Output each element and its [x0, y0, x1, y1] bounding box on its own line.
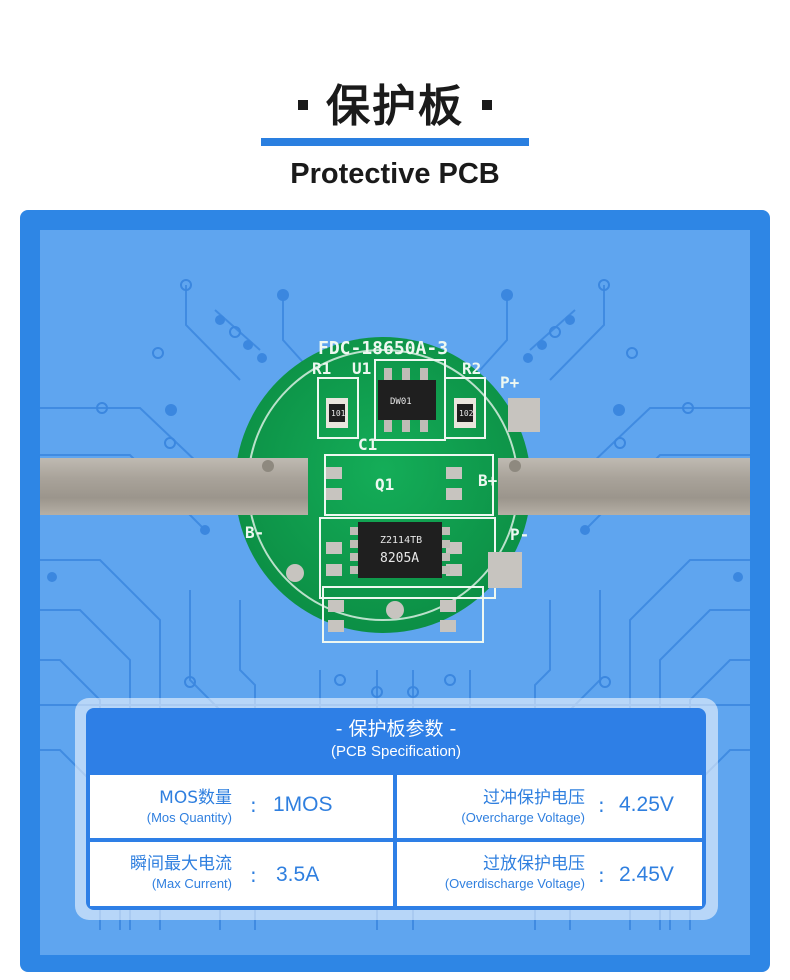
p-minus-label: P- [510, 525, 529, 544]
spec-value-current: 3.5A [276, 863, 320, 886]
page-title-text: 保护板 [326, 81, 464, 132]
spec-cell-current: 瞬间最大电流 (Max Current) : 3.5A [90, 842, 393, 906]
r1-label: R1 [312, 359, 331, 378]
title-underline [261, 138, 529, 146]
page-title: 保护板 [0, 70, 790, 134]
spec-label-mos: MOS数量 (Mos Quantity) [92, 787, 232, 827]
spec-colon: : [250, 793, 257, 817]
spec-label-overdischarge: 过放保护电压 (Overdischarge Voltage) [395, 853, 585, 893]
b-minus-label: B- [245, 523, 264, 542]
spec-value-overdischarge: 2.45V [619, 863, 674, 886]
spec-table: MOS数量 (Mos Quantity) : 1MOS 过冲保护电压 (Over… [90, 775, 702, 906]
u1-chip-marking: DW01 [390, 397, 412, 407]
spec-colon: : [598, 793, 605, 817]
spec-cell-overdischarge: 过放保护电压 (Overdischarge Voltage) : 2.45V [397, 842, 702, 906]
spec-label-zh: 过放保护电压 [483, 854, 585, 874]
spec-colon: : [598, 863, 605, 887]
b-plus-label: B+ [478, 471, 498, 490]
nickel-strip-right [498, 458, 750, 515]
spec-label-overcharge: 过冲保护电压 (Overcharge Voltage) [405, 787, 585, 827]
spec-value-overcharge: 4.25V [619, 793, 674, 816]
q1-chip-marking-1: 8205A [380, 551, 419, 566]
r2-code: 102 [459, 409, 474, 418]
spec-label-en: (Mos Quantity) [146, 810, 232, 825]
spec-label-current: 瞬间最大电流 (Max Current) [86, 853, 232, 893]
spec-label-en: (Overcharge Voltage) [461, 810, 585, 825]
r2-label: R2 [462, 359, 481, 378]
u1-chip [378, 380, 436, 420]
r1-code: 101 [331, 409, 346, 418]
q1-chip [358, 522, 442, 578]
bullet-square-icon [298, 100, 308, 110]
spec-label-zh: 瞬间最大电流 [130, 854, 232, 874]
c1-label: C1 [358, 435, 377, 454]
spec-label-en: (Max Current) [151, 876, 232, 891]
u1-label: U1 [352, 359, 371, 378]
spec-colon: : [250, 863, 257, 887]
q1-label: Q1 [375, 475, 394, 494]
bullet-square-icon [482, 100, 492, 110]
spec-card: - 保护板参数 - (PCB Specification) MOS数量 (Mos… [86, 708, 706, 910]
page-subtitle: Protective PCB [290, 158, 500, 190]
spec-label-en: (Overdischarge Voltage) [444, 876, 585, 891]
q1-chip-marking-2: Z2114TB [380, 535, 422, 546]
p-plus-label: P+ [500, 373, 520, 392]
spec-cell-overcharge: 过冲保护电压 (Overcharge Voltage) : 4.25V [397, 775, 702, 838]
spec-label-zh: MOS数量 [159, 788, 232, 808]
spec-title: - 保护板参数 - [335, 718, 457, 740]
spec-cell-mos: MOS数量 (Mos Quantity) : 1MOS [90, 775, 393, 838]
spec-label-zh: 过冲保护电压 [483, 788, 585, 808]
spec-header: - 保护板参数 - (PCB Specification) [86, 716, 706, 762]
board-model-label: FDC-18650A-3 [318, 338, 448, 359]
spec-subtitle: (PCB Specification) [330, 743, 462, 760]
spec-value-mos: 1MOS [273, 793, 333, 816]
